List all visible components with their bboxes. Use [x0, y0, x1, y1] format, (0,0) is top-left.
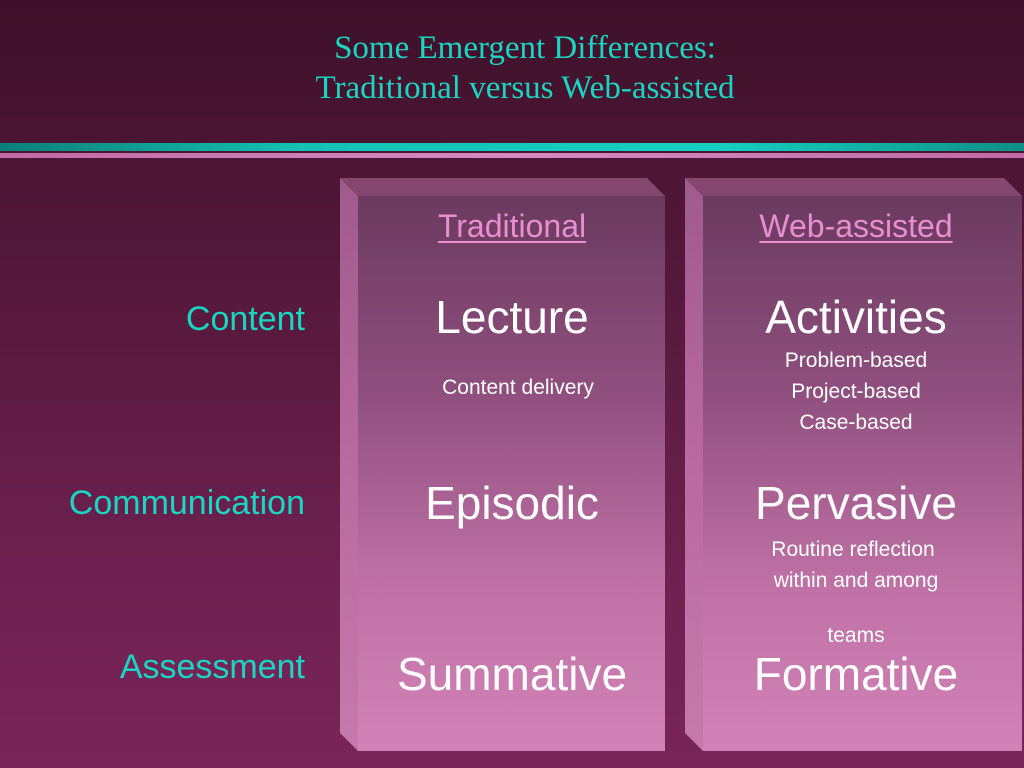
title-divider-teal: [0, 143, 1024, 151]
web-assisted-column-panel: [685, 178, 1022, 751]
web-assisted-panel-face: [703, 196, 1022, 751]
traditional-heading: Traditional: [437, 208, 587, 244]
traditional-assessment-value: Summative: [396, 648, 628, 700]
traditional-panel-side: [340, 178, 358, 751]
row-label-communication: Communication: [68, 484, 305, 522]
web-assisted-communication-detail-1: Routine reflection: [771, 538, 935, 561]
row-label-assessment: Assessment: [119, 648, 305, 686]
web-assisted-panel-side: [685, 178, 703, 751]
slide-title: Some Emergent Differences: Traditional v…: [0, 28, 1024, 108]
web-assisted-content-detail-3: Case-based: [799, 411, 913, 434]
row-label-content: Content: [185, 300, 305, 338]
web-assisted-communication-value: Pervasive: [755, 477, 957, 529]
web-assisted-panel-top: [685, 178, 1022, 196]
traditional-column-panel: [340, 178, 665, 751]
web-assisted-assessment-value: Formative: [753, 648, 959, 700]
traditional-content-detail: Content delivery: [442, 376, 594, 399]
title-divider-pink: [0, 153, 1024, 158]
slide-title-line-2: Traditional versus Web-assisted: [315, 70, 735, 106]
traditional-communication-value: Episodic: [425, 477, 599, 529]
web-assisted-content-detail-1: Problem-based: [784, 349, 928, 372]
traditional-panel-face: [358, 196, 665, 751]
traditional-content-value: Lecture: [435, 291, 589, 343]
web-assisted-communication-detail-2: within and among: [773, 569, 939, 592]
slide-title-line-1: Some Emergent Differences:: [334, 30, 716, 66]
web-assisted-communication-detail-3: teams: [827, 624, 885, 647]
web-assisted-content-detail-2: Project-based: [791, 380, 921, 403]
traditional-panel-top: [340, 178, 665, 196]
web-assisted-content-value: Activities: [765, 291, 947, 343]
web-assisted-heading: Web-assisted: [759, 208, 953, 244]
